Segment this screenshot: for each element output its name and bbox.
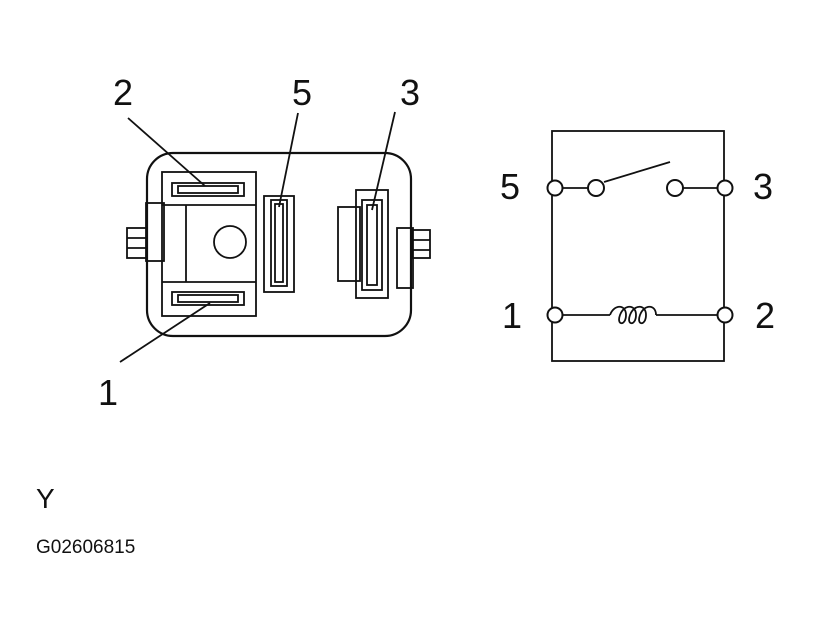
view-label: Y	[36, 483, 55, 514]
pin-3-terminal	[337, 189, 389, 299]
pin-2-terminal	[171, 182, 245, 197]
schematic-frame	[551, 130, 725, 362]
label-pin-5: 5	[292, 72, 312, 113]
figure-code: G02606815	[36, 537, 135, 558]
schematic-terminal-5	[546, 179, 564, 197]
right-mount-tab	[396, 227, 431, 289]
leader-pin-1	[119, 302, 211, 363]
schematic-terminal-2	[716, 306, 734, 324]
leader-pin-3	[371, 111, 396, 211]
leader-pin-5	[278, 112, 299, 208]
schematic-label-2: 2	[755, 295, 775, 336]
switch-contact-left	[587, 179, 605, 197]
schematic-terminal-3	[716, 179, 734, 197]
switch-contact-right	[666, 179, 684, 197]
label-pin-3: 3	[400, 72, 420, 113]
schematic-label-1: 1	[502, 295, 522, 336]
coil-icon	[609, 305, 657, 325]
center-hole	[213, 225, 247, 259]
relay-connector-view: 2 5 3 1	[98, 72, 431, 413]
leader-pin-2	[127, 117, 206, 187]
pin-1-terminal	[171, 291, 245, 306]
relay-schematic: 5 3 1 2	[500, 130, 775, 362]
label-pin-1: 1	[98, 372, 118, 413]
pin-5-terminal	[263, 195, 295, 293]
coil-pin-housing	[161, 171, 257, 317]
schematic-label-3: 3	[753, 166, 773, 207]
schematic-label-5: 5	[500, 166, 520, 207]
switch-contact-arm	[603, 161, 671, 183]
schematic-terminal-1	[546, 306, 564, 324]
label-pin-2: 2	[113, 72, 133, 113]
left-mount-tab	[126, 202, 165, 262]
